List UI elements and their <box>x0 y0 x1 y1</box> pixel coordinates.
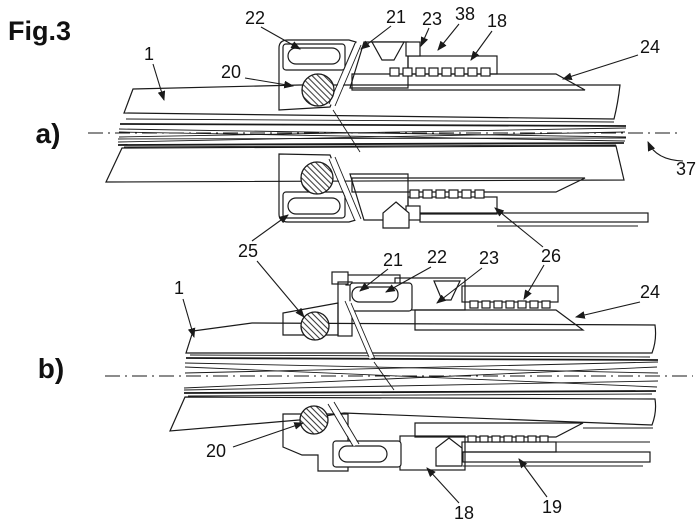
view-a <box>88 23 684 248</box>
ribbed-sleeve-b-bottom <box>461 441 557 453</box>
lock-tooth-a <box>382 201 410 229</box>
figure-title: Fig.3 <box>8 16 72 46</box>
callout-18-b: 18 <box>453 503 475 523</box>
callout-25: 25 <box>237 241 259 261</box>
callout-1-a: 1 <box>143 44 155 64</box>
callout-26: 26 <box>540 246 562 266</box>
callout-22-a: 22 <box>244 8 266 28</box>
callout-21-b: 21 <box>382 250 404 270</box>
lock-tooth-b <box>435 437 463 467</box>
cable-jacket-a <box>105 84 625 183</box>
callout-1-b: 1 <box>173 278 185 298</box>
ferrule-25-a <box>278 39 357 223</box>
callout-20-a: 20 <box>220 62 242 82</box>
callout-21-a: 21 <box>385 7 407 27</box>
ribbed-sleeve-b-top <box>461 285 559 303</box>
callout-19-b: 19 <box>541 497 563 517</box>
callout-24-b: 24 <box>639 282 661 302</box>
callout-23-a: 23 <box>421 9 443 29</box>
clamp-ball-20-b-bottom <box>299 405 329 435</box>
leader-lines-a <box>152 23 684 248</box>
callout-24-a: 24 <box>639 37 661 57</box>
view-a-label: a) <box>35 118 61 149</box>
spring-slot-22-b-bottom <box>338 445 388 463</box>
release-channel-b <box>327 300 395 447</box>
view-b-label: b) <box>37 353 65 384</box>
spring-slot-22-a-bottom <box>287 197 341 215</box>
rib-teeth-a <box>389 67 491 199</box>
rib-teeth-b <box>467 300 551 443</box>
cable-strands-a <box>117 118 627 148</box>
outer-housing-24-b <box>414 309 585 438</box>
callout-18-a: 18 <box>486 11 508 31</box>
cable-strands-b <box>183 354 659 397</box>
funnel-notch-b <box>433 280 461 301</box>
step-notch-a-top <box>405 41 421 57</box>
callout-38-a: 38 <box>454 4 476 24</box>
view-b <box>105 260 693 504</box>
callout-23-b: 23 <box>478 248 500 268</box>
spring-slot-22-a-top <box>287 47 341 65</box>
callout-20-b: 20 <box>205 441 227 461</box>
callout-22-b: 22 <box>426 247 448 267</box>
leader-lines-b <box>182 260 641 504</box>
clamp-ball-20-a-bottom <box>300 161 334 195</box>
clamp-ball-b-top <box>300 311 330 341</box>
liner-strip-19-b <box>462 451 651 463</box>
funnel-notch-a <box>370 41 406 61</box>
tab-notch-b <box>331 271 349 285</box>
callout-37-a: 37 <box>675 159 697 179</box>
clamp-ball-20-a-top <box>301 73 335 107</box>
